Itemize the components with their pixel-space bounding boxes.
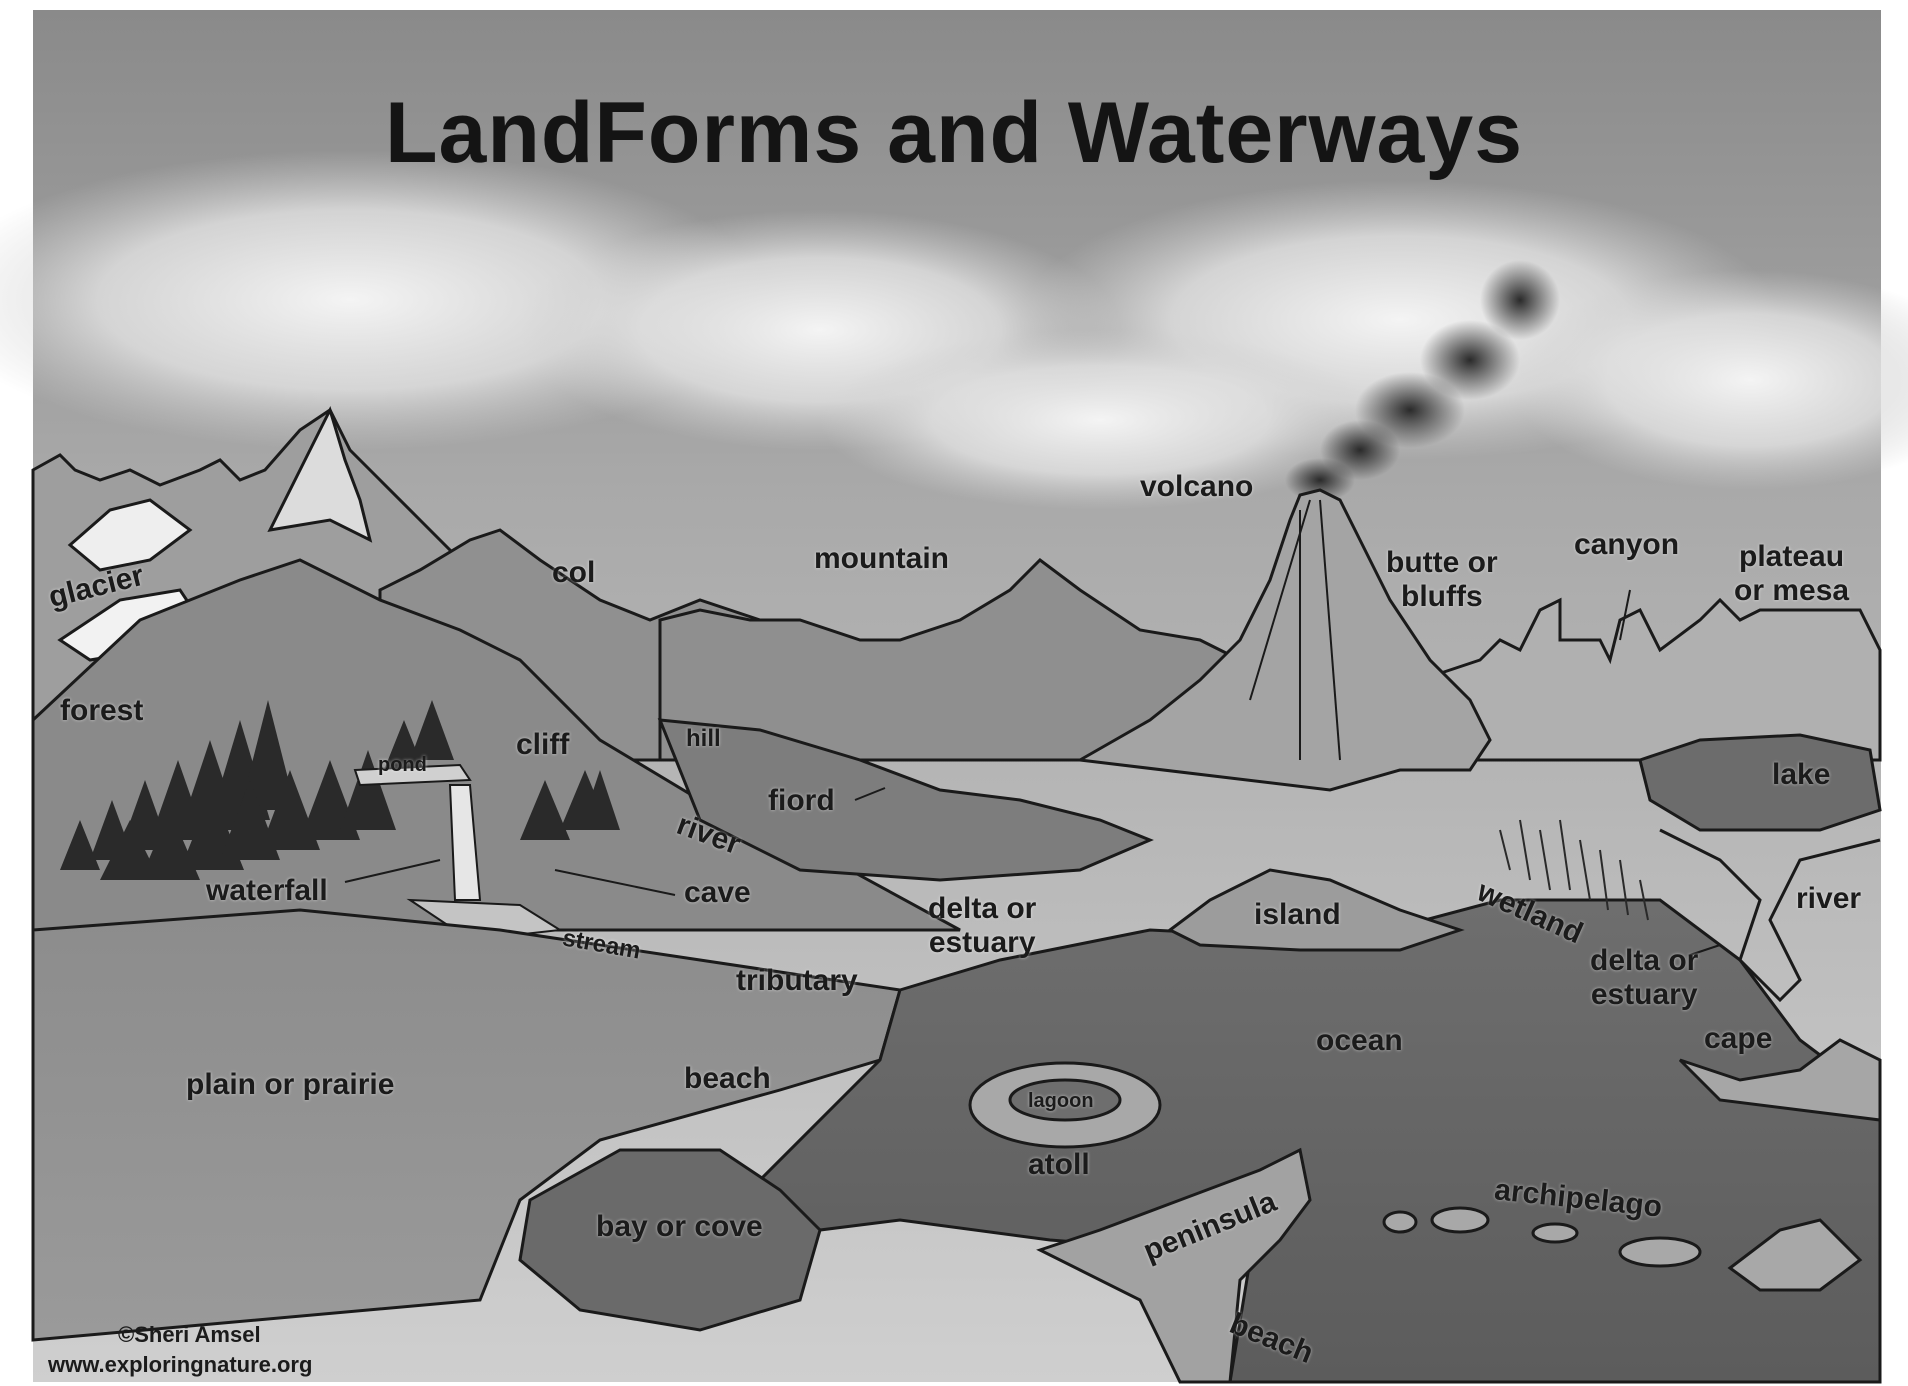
label-ocean: ocean <box>1316 1024 1403 1057</box>
volcano-shape <box>1075 488 1492 792</box>
label-waterfall: waterfall <box>206 874 328 907</box>
wetland-grass <box>1499 819 1649 921</box>
ocean-area <box>518 898 1882 1384</box>
label-cape: cape <box>1704 1022 1773 1055</box>
label-tributary: tributary <box>736 964 858 997</box>
label-hill: hill <box>686 725 721 752</box>
label-fiord: fiord <box>768 784 835 817</box>
waterfall-pond <box>353 763 563 942</box>
label-cliff: cliff <box>516 728 570 761</box>
label-lagoon: lagoon <box>1028 1090 1094 1112</box>
clouds <box>0 150 1908 510</box>
label-col: col <box>552 556 596 589</box>
label-bay-or-cove: bay or cove <box>596 1210 763 1243</box>
label-volcano: volcano <box>1140 470 1254 503</box>
snow-peaks <box>57 405 373 662</box>
label-forest: forest <box>60 694 144 727</box>
label-river-right: river <box>1796 882 1862 915</box>
atoll-shape <box>968 1061 1162 1149</box>
peninsula-shape <box>1036 1147 1312 1384</box>
label-plain-or-prairie: plain or prairie <box>186 1068 395 1101</box>
label-island: island <box>1254 898 1341 931</box>
label-delta-or-estuary-right: delta or estuary <box>1590 944 1699 1011</box>
label-canyon: canyon <box>1574 528 1680 561</box>
lake-shape <box>1638 733 1882 832</box>
river-right-line <box>1659 828 1881 1003</box>
label-plateau-or-mesa: plateau or mesa <box>1734 540 1850 607</box>
credit-website: www.exploringnature.org <box>48 1352 313 1377</box>
cape-shape <box>1678 1038 1882 1122</box>
label-atoll: atoll <box>1028 1148 1090 1181</box>
credit-author: ©Sheri Amsel <box>118 1322 261 1347</box>
label-beach-top: beach <box>684 1062 771 1095</box>
label-mountain: mountain <box>814 542 949 575</box>
label-pond: pond <box>378 754 427 776</box>
island-shape <box>1167 868 1465 952</box>
label-cave: cave <box>684 876 751 909</box>
label-butte-or-bluffs: butte or bluffs <box>1386 546 1498 613</box>
volcano-smoke <box>1285 260 1560 502</box>
diagram-title: LandForms and Waterways <box>384 85 1524 181</box>
label-lake: lake <box>1772 758 1831 791</box>
pointer-lines <box>344 589 1721 956</box>
archipelago-islands <box>1382 1206 1863 1292</box>
forest-trees <box>60 700 620 880</box>
plain <box>31 908 902 1342</box>
label-delta-or-estuary-center: delta or estuary <box>928 892 1037 959</box>
